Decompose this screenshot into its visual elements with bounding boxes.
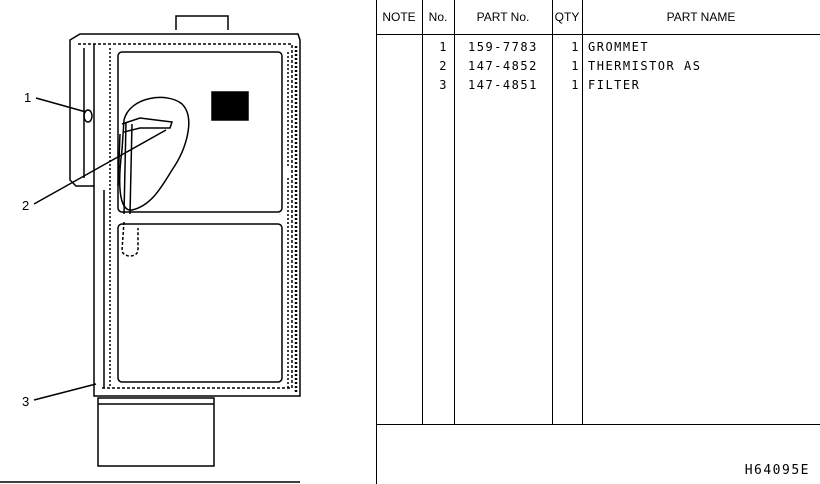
callout-2: 2 — [22, 198, 29, 213]
callout-3: 3 — [22, 394, 29, 409]
drawing-number: H64095E — [744, 463, 810, 478]
row-2-qty: 1 — [571, 59, 580, 73]
parts-diagram: 1 2 3 — [0, 15, 301, 483]
header-qty: QTY — [554, 10, 580, 24]
row-1-qty: 1 — [571, 40, 580, 54]
label-plate — [211, 91, 249, 121]
header-part-no: PART No. — [476, 10, 530, 24]
row-3-no: 3 — [439, 78, 448, 92]
row-1-part-name: GROMMET — [588, 40, 650, 54]
row-3-part-name: FILTER — [588, 78, 641, 92]
row-2-part-name: THERMISTOR AS — [588, 59, 702, 73]
header-no: No. — [428, 10, 448, 24]
upper-panel — [117, 51, 283, 213]
row-2-no: 2 — [439, 59, 448, 73]
thermistor-loop — [118, 96, 190, 211]
row-1-part-no: 159-7783 — [468, 40, 538, 54]
header-note: NOTE — [382, 10, 416, 24]
outer-frame — [69, 33, 301, 397]
row-3-qty: 1 — [571, 78, 580, 92]
thermistor-probe — [121, 117, 174, 133]
callout-1: 1 — [24, 90, 31, 105]
header-part-name: PART NAME — [666, 10, 736, 24]
lower-panel — [117, 223, 283, 383]
row-1-no: 1 — [439, 40, 448, 54]
row-2-part-no: 147-4852 — [468, 59, 538, 73]
grommet — [83, 109, 93, 123]
filter — [97, 397, 215, 467]
top-tab — [175, 15, 229, 30]
row-3-part-no: 147-4851 — [468, 78, 538, 92]
parts-table: NOTE No. PART No. QTY PART NAME 1 159-77… — [376, 0, 820, 484]
